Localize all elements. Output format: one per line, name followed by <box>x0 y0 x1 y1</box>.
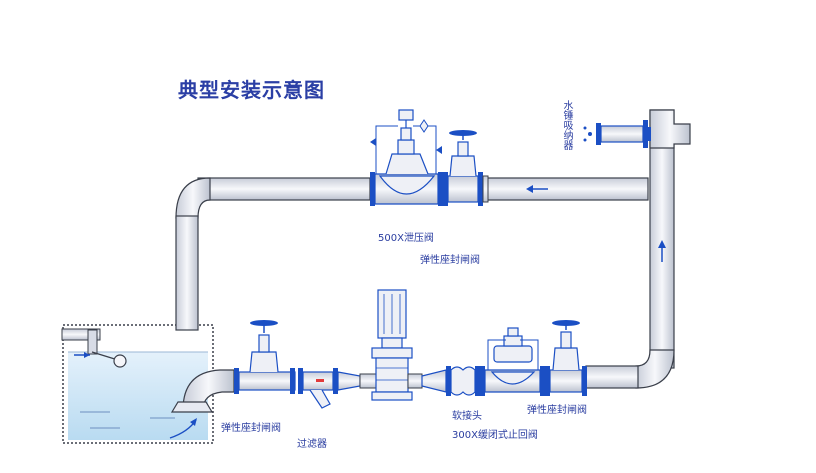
flow-arrows <box>526 185 666 262</box>
label-gate-valve-inlet: 弹性座封闸阀 <box>221 423 281 434</box>
label-air-chamber: 水锤吸纳器 <box>561 100 572 150</box>
float-valve <box>61 328 127 368</box>
label-gate-valve-top: 弹性座封闸阀 <box>420 255 480 266</box>
pump <box>371 289 413 401</box>
return-pipe <box>175 177 371 331</box>
label-gate-valve-outlet: 弹性座封闸阀 <box>527 405 587 416</box>
label-pressure-relief-valve: 500X泄压阀 <box>378 233 434 244</box>
riser-pipe <box>485 109 691 389</box>
inlet-reducer <box>337 371 377 391</box>
outlet-gate-valve <box>545 320 587 396</box>
label-strainer: 过滤器 <box>297 439 327 450</box>
check-valve <box>480 327 545 396</box>
page-title: 典型安装示意图 <box>178 78 325 102</box>
flex-joint <box>407 366 480 396</box>
y-strainer <box>298 368 338 409</box>
top-gate-valve <box>443 130 489 206</box>
water-hammer-arrestor <box>583 120 651 148</box>
pressure-relief-valve <box>370 109 443 206</box>
label-check-valve: 300X缓闭式止回阀 <box>452 430 538 441</box>
suction-pipe <box>169 369 240 439</box>
label-flex-joint: 软接头 <box>452 411 482 422</box>
inlet-gate-valve <box>234 320 296 394</box>
